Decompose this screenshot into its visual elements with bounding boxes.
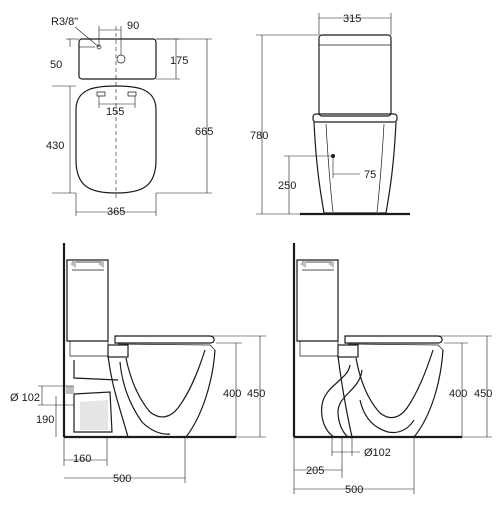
left-cistern-outline <box>66 259 109 342</box>
right-seat-outline <box>344 335 443 344</box>
right-dim-450-label: 450 <box>474 388 492 400</box>
front-bowl-outline <box>313 121 397 214</box>
top-view: R3/8" 90 50 175 155 430 665 <box>46 16 213 218</box>
left-bowl-outline <box>107 349 216 438</box>
supply-label: R3/8" <box>51 16 78 28</box>
top-seat-outline <box>75 85 157 194</box>
flush-button-mark <box>116 54 126 64</box>
dim-90-label: 90 <box>127 20 139 32</box>
top-cistern-outline <box>78 38 157 80</box>
right-bowl-outline <box>337 349 444 438</box>
dim-665-label: 665 <box>195 126 213 138</box>
dim-250-label: 250 <box>278 180 296 192</box>
left-dim-500-label: 500 <box>113 473 131 485</box>
left-dim-160-label: 160 <box>73 453 91 465</box>
dim-780-label: 780 <box>250 130 268 142</box>
top-hinge-right <box>127 91 137 97</box>
side-view-left: Ø 102 190 160 500 400 450 <box>10 243 266 485</box>
front-cistern-outline <box>318 34 392 117</box>
side-view-right: 205 Ø102 500 400 450 <box>292 243 492 496</box>
right-dim-400-label: 400 <box>449 388 467 400</box>
left-dim-190-label: 190 <box>36 414 54 426</box>
right-dim-102-label: Ø102 <box>364 447 391 459</box>
right-dim-205-label: 205 <box>306 465 324 477</box>
right-cistern-outline <box>296 259 339 342</box>
left-dim-450-label: 450 <box>247 388 265 400</box>
dim-430-label: 430 <box>46 140 64 152</box>
dim-75-label: 75 <box>364 169 376 181</box>
dim-315-label: 315 <box>343 13 361 25</box>
dim-155-label: 155 <box>106 106 124 118</box>
right-dim-500-label: 500 <box>345 484 363 496</box>
dim-175-label: 175 <box>170 55 188 67</box>
dim-50-label: 50 <box>50 59 62 71</box>
left-dim-102-label: Ø 102 <box>10 392 40 404</box>
left-seat-outline <box>114 335 215 344</box>
left-dim-400-label: 400 <box>223 388 241 400</box>
front-seat-outline <box>312 113 398 123</box>
dim-365-label: 365 <box>107 206 125 218</box>
top-hinge-left <box>96 91 106 97</box>
front-view: 315 780 250 75 <box>250 13 410 216</box>
